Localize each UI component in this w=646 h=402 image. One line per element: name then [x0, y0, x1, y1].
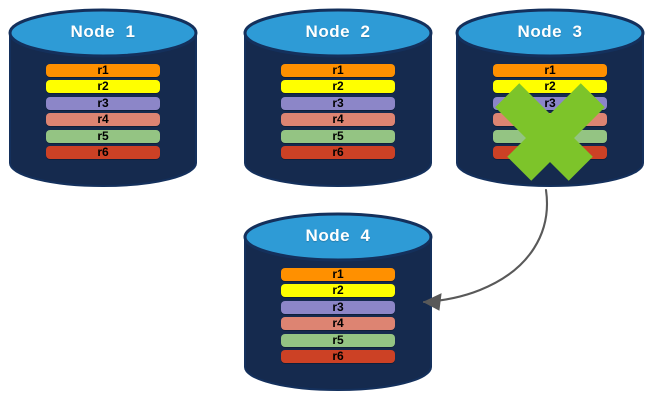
- row-bar-r3[interactable]: r3: [493, 96, 607, 110]
- row-bar-r4[interactable]: r4: [281, 113, 395, 127]
- node-3-title: Node 3: [517, 22, 583, 41]
- row-bar-r3[interactable]: r3: [281, 96, 395, 110]
- row-bar-r1[interactable]: r1: [493, 64, 607, 77]
- row-bar-r6[interactable]: r6: [281, 350, 395, 363]
- row-bar-r6[interactable]: r6: [281, 146, 395, 159]
- row-bar-r2[interactable]: r2: [281, 80, 395, 94]
- row-bar-r2[interactable]: r2: [493, 80, 607, 94]
- row-bar-r4[interactable]: r4: [281, 317, 395, 331]
- node-2-cylinder[interactable]: Node 2 r1 r2 r3 r4 r5 r6: [243, 8, 433, 188]
- node-2-title: Node 2: [305, 22, 371, 41]
- row-bar-r4[interactable]: r4: [493, 113, 607, 127]
- node-3-cylinder[interactable]: Node 3 r1 r2 r3 r4 r5 r6: [455, 8, 645, 188]
- cylinder-top-disc: [455, 8, 645, 58]
- cylinder-top-disc: [243, 8, 433, 58]
- row-bar-r4[interactable]: r4: [46, 113, 160, 127]
- row-bar-r1[interactable]: r1: [46, 64, 160, 77]
- row-bar-r5[interactable]: r5: [281, 129, 395, 143]
- row-bar-r6[interactable]: r6: [493, 146, 607, 159]
- row-bar-r1[interactable]: r1: [281, 268, 395, 281]
- row-bar-r5[interactable]: r5: [281, 333, 395, 347]
- row-bar-r3[interactable]: r3: [46, 96, 160, 110]
- node-1-title: Node 1: [70, 22, 136, 41]
- node-4-title: Node 4: [305, 226, 371, 245]
- cylinder-top-disc: [8, 8, 198, 58]
- node-1-cylinder[interactable]: Node 1 r1 r2 r3 r4 r5 r6: [8, 8, 198, 188]
- row-bar-r1[interactable]: r1: [281, 64, 395, 77]
- row-bar-r5[interactable]: r5: [46, 129, 160, 143]
- row-bar-r3[interactable]: r3: [281, 300, 395, 314]
- row-bar-r6[interactable]: r6: [46, 146, 160, 159]
- node-4-cylinder[interactable]: Node 4 r1 r2 r3 r4 r5 r6: [243, 212, 433, 392]
- row-bar-r2[interactable]: r2: [281, 284, 395, 298]
- failover-arrow-curve: [422, 188, 548, 304]
- row-bar-r5[interactable]: r5: [493, 129, 607, 143]
- row-bar-r2[interactable]: r2: [46, 80, 160, 94]
